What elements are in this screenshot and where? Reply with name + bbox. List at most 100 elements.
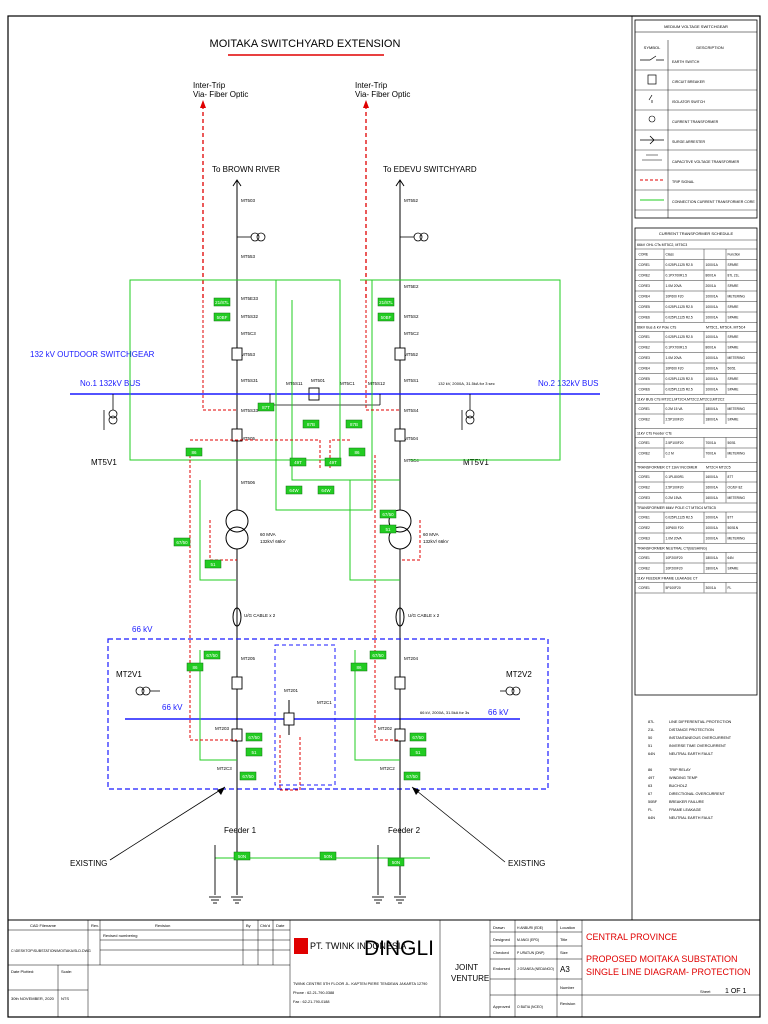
svg-text:J OSANEA (NEDANGO): J OSANEA (NEDANGO)	[517, 967, 554, 971]
cable-label-left: U/G CABLE x 2	[244, 613, 276, 618]
jv-line1: JOINT	[455, 963, 478, 972]
ct-cell: 1000/1A	[706, 263, 719, 267]
svg-text:51: 51	[210, 562, 216, 567]
arrow-up-icon	[232, 179, 242, 187]
ct-cell: 1000/1A	[706, 526, 719, 530]
relay-6750: 67/50	[173, 537, 191, 547]
circuit-breaker-icon	[394, 347, 406, 361]
ct-cell: CORE1	[639, 516, 651, 520]
legend-item: CONNECTION CURRENT TRANSFORMER CORE	[672, 200, 755, 204]
date-plotted: 30th NOVEMBER, 2020	[11, 996, 55, 1001]
relay-6750: 67/50	[239, 771, 257, 781]
ct-cell: 1800/1A	[706, 407, 719, 411]
svg-text:DIRECTIONAL OVERCURRENT: DIRECTIONAL OVERCURRENT	[669, 792, 725, 796]
ct-cell: METERING	[728, 356, 746, 360]
svg-text:67/50: 67/50	[206, 653, 218, 658]
svg-text:67/50: 67/50	[382, 512, 394, 517]
svg-text:Location: Location	[560, 925, 575, 930]
legend-item: CURRENT TRANSFORMER	[672, 120, 719, 124]
svg-text:51: 51	[385, 527, 391, 532]
ct-cell: CORE2	[639, 346, 651, 350]
tag-mt5s32: MT5S32	[241, 314, 259, 319]
svg-text:50BF: 50BF	[217, 315, 228, 320]
existing-label-left: EXISTING	[70, 859, 107, 868]
ct-cell: CORE1	[639, 556, 651, 560]
sheet-value: 1 OF 1	[725, 988, 747, 995]
svg-text:TRANSFORMER CT 11kV INCOMER: TRANSFORMER CT 11kV INCOMER	[637, 466, 698, 470]
svg-text:64N: 64N	[648, 752, 655, 756]
svg-text:P URATUN (DNP): P URATUN (DNP)	[517, 951, 544, 955]
ct-cell: 1800/1A	[706, 556, 719, 560]
ct-cell: CORE3	[639, 496, 651, 500]
tag-mt204: MT204	[404, 656, 419, 661]
ct-cell: 1000/1A	[706, 295, 719, 299]
ct-cell: METERING	[728, 295, 746, 299]
title-block: CAD Filename C:\DESKTOP\SUBSTATION\MOITA…	[8, 919, 760, 1017]
ct-cell: SPARE	[728, 388, 740, 392]
arrow-up-icon	[200, 100, 206, 108]
tx-rating-b-right: 132kV/ 66kV	[423, 539, 449, 544]
svg-text:Designed: Designed	[493, 937, 510, 942]
jv-line2: VENTURE	[451, 974, 489, 983]
date-label: Date	[276, 923, 285, 928]
svg-text:Revision: Revision	[560, 1001, 575, 1006]
company-phone: Phone : 62-21-790-0388	[293, 991, 334, 995]
scale-label: Scale:	[61, 969, 72, 974]
svg-text:50: 50	[648, 736, 652, 740]
relay-49t: 49T	[324, 457, 342, 467]
switchgear-66kv-box	[107, 638, 549, 790]
ct-cell: 1.0M 20VA	[666, 537, 683, 541]
ct-cell: 1000/1A	[706, 377, 719, 381]
svg-text:INVERSE TIME OVERCURRENT: INVERSE TIME OVERCURRENT	[669, 744, 727, 748]
legend-item: TRIP SIGNAL	[672, 180, 694, 184]
tag-mt504: MT504	[404, 436, 419, 441]
ct-cell: 1000/1A	[706, 305, 719, 309]
ct-cell: 2.5P100F20	[666, 441, 684, 445]
ct-cell: Function	[728, 253, 741, 257]
rev-label: Rev.	[91, 923, 99, 928]
ct-cell: 1000/1A	[706, 537, 719, 541]
legend-item: SURGE ARRESTER	[672, 140, 706, 144]
ct-cell: 5P100F20	[666, 586, 681, 590]
svg-text:50N: 50N	[392, 860, 400, 865]
svg-text:66kV OHL CTs MT5C2, MT5C3: 66kV OHL CTs MT5C2, MT5C3	[637, 243, 687, 247]
svg-text:DISTANCE PROTECTION: DISTANCE PROTECTION	[669, 728, 714, 732]
relay-87t: 87T	[257, 402, 275, 412]
ct-cell: CORE1	[639, 586, 651, 590]
ct-cell: CORE2	[639, 567, 651, 571]
ct-cell: CORE4	[639, 295, 651, 299]
ct-cell: CORE6	[639, 316, 651, 320]
relay-6750: 67/50	[403, 771, 421, 781]
vt-mt5v1-left: MT5V1	[91, 458, 117, 467]
svg-text:Approved: Approved	[493, 1004, 510, 1009]
svg-text:86: 86	[354, 450, 360, 455]
tag-mt5c2: MT5C2	[404, 331, 419, 336]
tag-mt5s31: MT5S31	[241, 378, 259, 383]
svg-text:86: 86	[191, 450, 197, 455]
svg-text:MT2C4 MT2C5: MT2C4 MT2C5	[706, 466, 731, 470]
svg-text:MT5C1, MT5C4, MT5C4: MT5C1, MT5C4, MT5C4	[706, 326, 745, 330]
tag-mt5e2: MT5E2	[404, 284, 419, 289]
ct-cell: CORE2	[639, 526, 651, 530]
ct-cell: 2.5P100F20	[666, 418, 684, 422]
tag-mt5s4: MT5S4	[404, 408, 419, 413]
ct-cell: METERING	[728, 407, 746, 411]
svg-text:67/50: 67/50	[242, 774, 254, 779]
svg-text:MEDIUM VOLTAGE SWITCHGEAR: MEDIUM VOLTAGE SWITCHGEAR	[664, 24, 728, 29]
svg-text:21/87L: 21/87L	[215, 300, 229, 305]
ct-cell: 50/51	[728, 441, 736, 445]
company-address: TWINK CENTRE 5TH FLOOR JL. KAPTEN PIERE …	[293, 982, 427, 986]
ct-cell: 0.1PL800R1	[666, 475, 684, 479]
tag-mt5c1: MT5C1	[340, 381, 355, 386]
svg-text:64N: 64N	[648, 816, 655, 820]
tx-rating-a-left: 60 MVA	[260, 532, 276, 537]
ct-cell: 10P600 F20	[666, 367, 684, 371]
chkd-label: Chk'd	[260, 923, 270, 928]
intertrip-label-left: Inter-Trip Via- Fiber Optic	[193, 81, 248, 99]
earth-switch-icon	[640, 55, 664, 61]
relay-51: 51	[204, 559, 222, 569]
ct-cell: 2.5P100F20	[666, 486, 684, 490]
relay-6750: 67/50	[409, 732, 427, 742]
tag-mt501: MT501	[311, 378, 326, 383]
